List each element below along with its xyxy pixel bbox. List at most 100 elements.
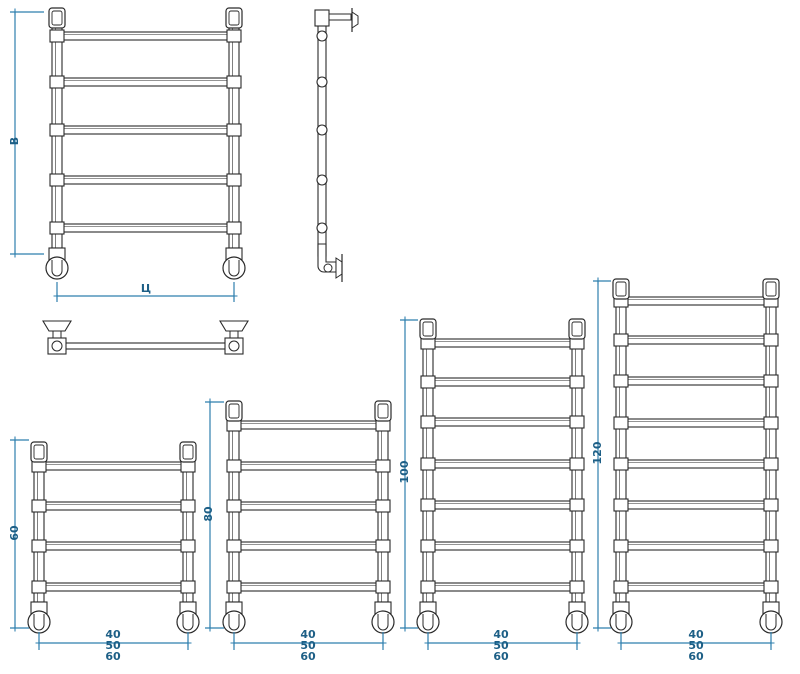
model-4-joint-left-4 [613, 416, 629, 430]
model-3-joint-left-3 [420, 415, 436, 429]
model-3-rail-4 [432, 459, 573, 469]
model-2-joint-right-3 [375, 499, 391, 513]
top-rail [64, 342, 227, 350]
model-4-top-cap-right-inner [765, 281, 777, 297]
side-joint-5 [316, 222, 328, 234]
model-4-rail-5 [625, 459, 767, 469]
model-4-top-cap-right [762, 278, 780, 300]
model-2-rail-5 [238, 582, 379, 592]
model-4-joint-left-2 [613, 333, 629, 347]
model-4-width-label-3: 60 [688, 650, 704, 663]
model-1-top-cap-left [30, 441, 48, 463]
model-3-width-label-3: 60 [493, 650, 509, 663]
model-3-rail-1 [432, 338, 573, 348]
model-3-rail-5 [432, 500, 573, 510]
model-2-joint-left-5 [226, 580, 242, 594]
side-joint-3 [316, 124, 328, 136]
model-3-rail-6 [432, 541, 573, 551]
top-cap-right-inner [228, 10, 240, 26]
model-3-joint-left-5 [420, 498, 436, 512]
model-2-width-label-3: 60 [300, 650, 316, 663]
model-4-height-label: 120 [591, 441, 604, 464]
top-flange-right [219, 320, 249, 332]
side-top-arm [328, 13, 352, 21]
top-stem-left [52, 330, 62, 339]
joint-left-1 [49, 29, 65, 43]
joint-right-4 [226, 173, 242, 187]
model-4-joint-right-7 [763, 539, 779, 553]
model-4-joint-left-5 [613, 457, 629, 471]
top-stem-right [229, 330, 239, 339]
model-1-rail-2 [43, 501, 184, 511]
model-3-top-cap-left-inner [422, 321, 434, 337]
joint-right-1 [226, 29, 242, 43]
rail-1 [61, 31, 230, 41]
model-2-width-label-2: 50 [300, 639, 316, 652]
model-4-joint-right-2 [763, 333, 779, 347]
model-4-joint-left-3 [613, 374, 629, 388]
model-1-top-cap-right [179, 441, 197, 463]
side-wall-flange-bottom [335, 257, 343, 279]
model-2-height-label: 80 [202, 506, 215, 522]
model-4-joint-right-5 [763, 457, 779, 471]
model-3-joint-left-4 [420, 457, 436, 471]
model-4-joint-right-8 [763, 580, 779, 594]
model-3-rail-2 [432, 377, 573, 387]
width-dimension-label: Ц [141, 282, 151, 295]
model-4-top-cap-left [612, 278, 630, 300]
model-4-rail-4 [625, 418, 767, 428]
model-2-joint-right-2 [375, 459, 391, 473]
model-2-rail-2 [238, 461, 379, 471]
model-2-joint-left-2 [226, 459, 242, 473]
model-4-rail-8 [625, 582, 767, 592]
model-4-rail-6 [625, 500, 767, 510]
side-top-block [314, 9, 330, 27]
model-4-top-cap-left-inner [615, 281, 627, 297]
top-nut-right [228, 340, 240, 352]
joint-left-3 [49, 123, 65, 137]
model-2-width-label-1: 40 [300, 628, 316, 641]
model-1-height-label: 60 [8, 525, 21, 541]
model-1-top-cap-right-inner [182, 444, 194, 460]
model-3-width-label-2: 50 [493, 639, 509, 652]
model-variants [10, 277, 783, 650]
rail-5 [61, 223, 230, 233]
joint-left-2 [49, 75, 65, 89]
model-4-joint-right-3 [763, 374, 779, 388]
bottom-connector-right-inner [228, 260, 240, 277]
model-4 [593, 277, 783, 650]
model-2-rail-4 [238, 541, 379, 551]
side-joint-4 [316, 174, 328, 186]
model-2-joint-left-3 [226, 499, 242, 513]
model-3-joint-right-2 [569, 375, 585, 389]
model-3-top-cap-right-inner [571, 321, 583, 337]
model-1-joint-right-2 [180, 499, 196, 513]
model-3-width-label-1: 40 [493, 628, 509, 641]
side-joint-1 [316, 30, 328, 42]
model-3-rail-7 [432, 582, 573, 592]
rail-3 [61, 125, 230, 135]
model-1-joint-left-4 [31, 580, 47, 594]
top-cap-left-inner [51, 10, 63, 26]
model-2-joint-left-4 [226, 539, 242, 553]
model-4-bottom-connector-right-inner [765, 614, 777, 631]
model-2-bottom-connector-right-inner [377, 614, 389, 631]
joint-right-5 [226, 221, 242, 235]
model-3-top-cap-right [568, 318, 586, 340]
model-3-joint-right-4 [569, 457, 585, 471]
rail-4 [61, 175, 230, 185]
model-3-rail-3 [432, 417, 573, 427]
top-nut-left [51, 340, 63, 352]
model-2-bottom-connector-left-inner [228, 614, 240, 631]
model-4-rail-7 [625, 541, 767, 551]
height-dimension-label: В [8, 137, 21, 145]
model-4-width-label-1: 40 [688, 628, 704, 641]
model-3 [400, 316, 589, 650]
model-1-rail-3 [43, 541, 184, 551]
top-flange-left [42, 320, 72, 332]
model-2-top-cap-right [374, 400, 392, 422]
model-3-joint-left-7 [420, 580, 436, 594]
bottom-connector-left-inner [51, 260, 63, 277]
model-4-width-label-2: 50 [688, 639, 704, 652]
model-1-width-label-2: 50 [105, 639, 121, 652]
